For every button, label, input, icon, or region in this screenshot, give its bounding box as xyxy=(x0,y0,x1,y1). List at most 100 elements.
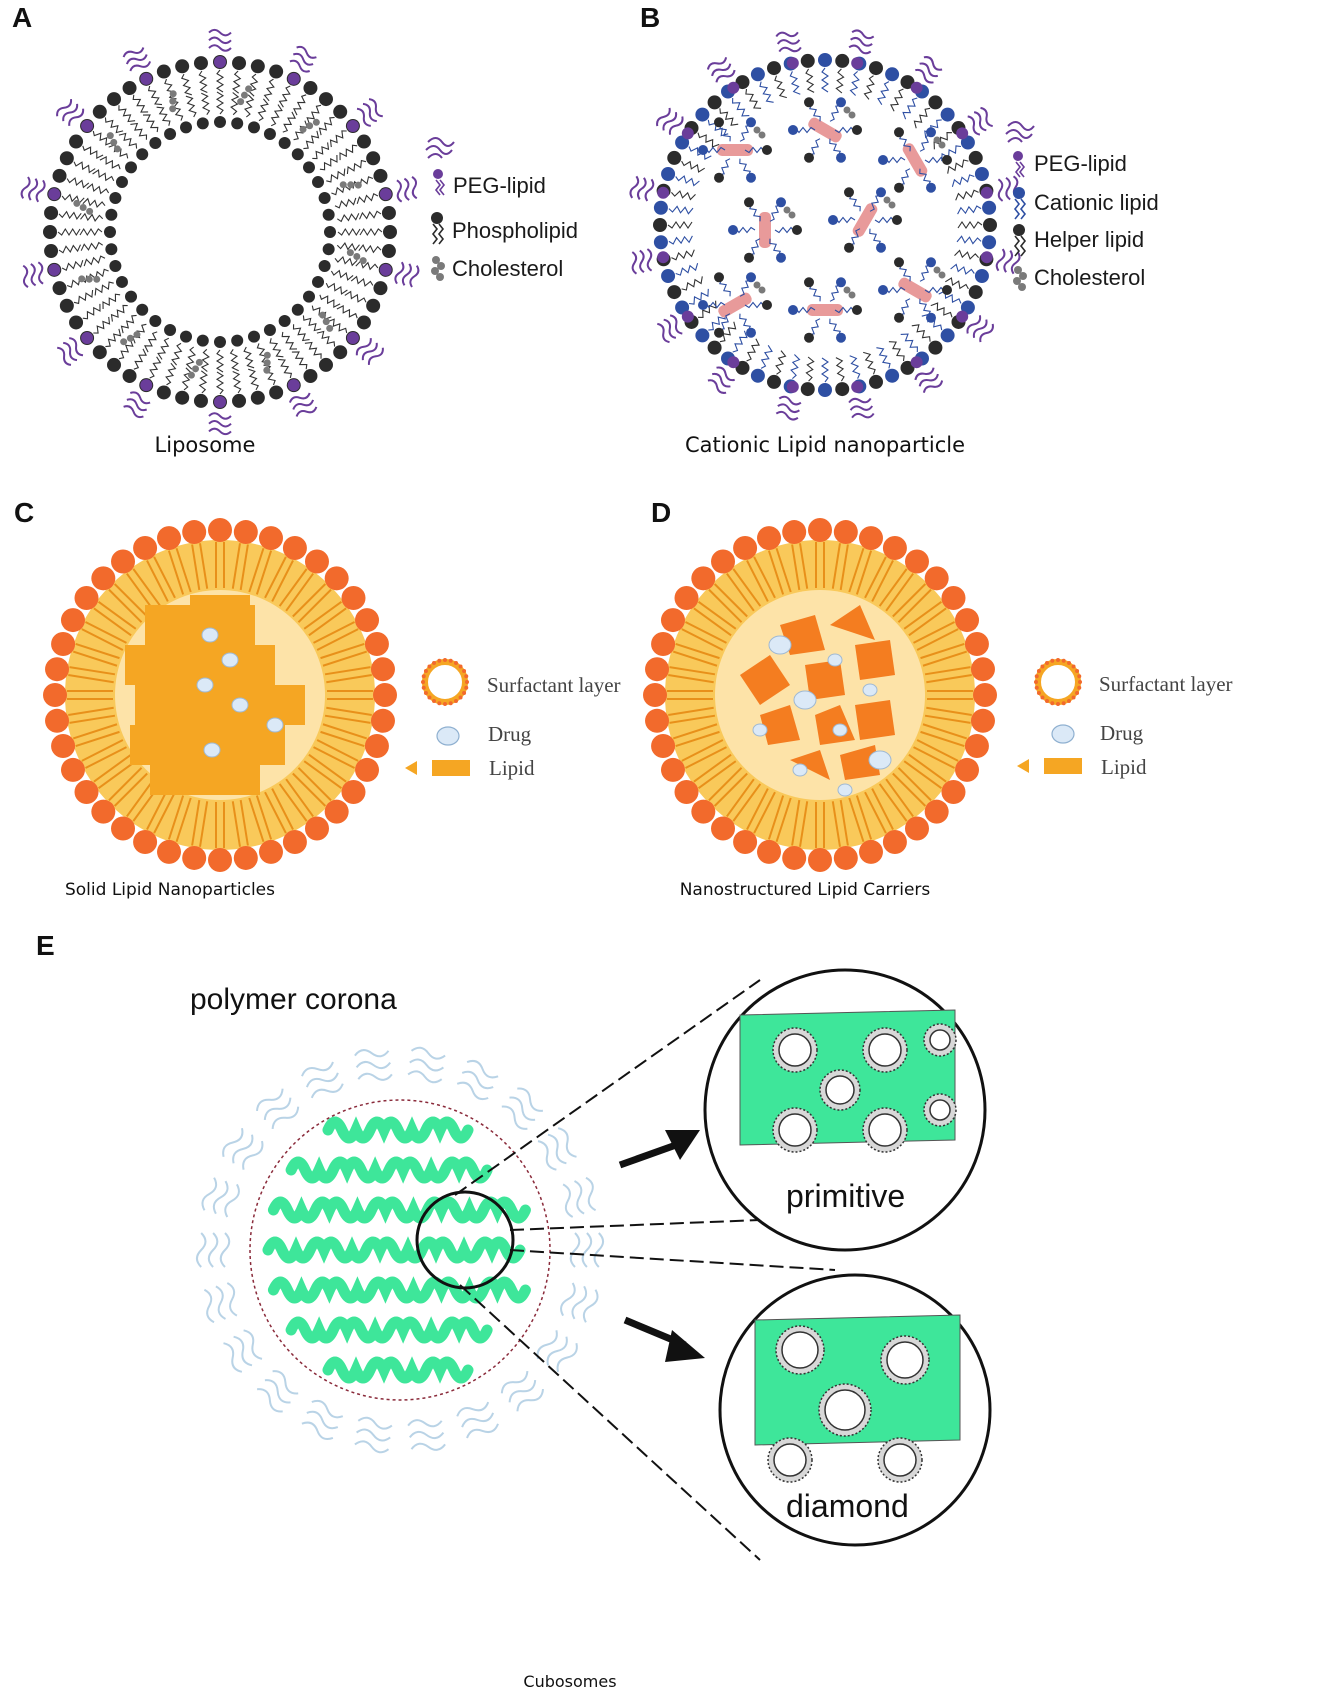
phospholipid-head xyxy=(136,148,149,161)
lipid-head xyxy=(667,285,682,300)
surfactant-head xyxy=(782,520,807,545)
lipid-tail xyxy=(61,260,84,271)
panel-d-letter: D xyxy=(651,497,672,528)
surfactant-head xyxy=(1075,691,1080,695)
lipid-head xyxy=(968,285,983,300)
phospholipid-head xyxy=(43,225,57,239)
lipid-tail xyxy=(919,264,933,282)
lipid-head xyxy=(767,374,782,389)
lipid-tail xyxy=(316,330,336,347)
surfactant-head xyxy=(364,733,389,758)
surfactant-head xyxy=(462,691,467,695)
lipid-head xyxy=(800,382,815,397)
lipid-tail xyxy=(675,263,699,276)
lipid-head xyxy=(746,117,756,128)
water-channel xyxy=(781,1331,819,1369)
surfactant-head xyxy=(233,845,258,870)
drug-particle xyxy=(231,697,249,713)
surfactant-tail xyxy=(167,795,192,843)
surfactant-head xyxy=(904,816,929,841)
peg-chain xyxy=(355,337,384,366)
lipid-tail xyxy=(911,324,931,342)
phospholipid-head xyxy=(278,314,291,327)
lipid-tail xyxy=(746,338,760,362)
lipid-head xyxy=(828,215,838,225)
lipid-tail xyxy=(110,304,128,322)
lipid-tail xyxy=(668,205,694,215)
cholesterol xyxy=(312,118,320,126)
phospholipid-head xyxy=(263,324,276,337)
peg-chain xyxy=(775,395,802,421)
phospholipid-head xyxy=(180,330,193,343)
drug-particle xyxy=(793,690,817,710)
cholesterol xyxy=(848,291,856,299)
lipid-tail xyxy=(66,177,90,189)
lipid-head xyxy=(982,200,997,215)
lipid-head xyxy=(714,172,724,183)
surfactant-head xyxy=(364,632,389,657)
surfactant-tail xyxy=(146,556,176,602)
lipid-head xyxy=(836,332,846,343)
lipid-head xyxy=(818,383,832,397)
peg-chain xyxy=(301,1399,344,1441)
phospholipid-head xyxy=(231,117,244,130)
phospholipid-head xyxy=(263,127,276,140)
cholesterol xyxy=(126,334,134,342)
peg-lipid-head xyxy=(681,127,694,140)
phospholipid-head xyxy=(104,226,116,238)
surfactant-tail xyxy=(848,547,873,595)
surfactant-tail xyxy=(303,753,347,789)
surfactant-tail xyxy=(191,543,209,591)
water-channel xyxy=(773,1443,807,1477)
peg-lipid-head xyxy=(851,380,864,393)
surfactant-tail xyxy=(864,788,894,834)
phospholipid-head xyxy=(109,259,122,272)
drug-particle xyxy=(868,750,892,770)
phospholipid-head xyxy=(59,151,74,166)
phospholipid-head xyxy=(115,275,128,288)
peg-chain xyxy=(631,248,653,275)
lipid-tail xyxy=(304,341,322,359)
lipid-tail xyxy=(950,263,975,275)
phospholipid-head xyxy=(115,176,128,189)
surfactant-tail xyxy=(913,621,959,651)
surfactant-head xyxy=(733,830,758,855)
lipid-tail xyxy=(877,81,890,105)
lipid-head xyxy=(900,75,915,90)
lipid-tail xyxy=(346,159,367,175)
lipid-tail xyxy=(719,122,731,142)
lipid-tail xyxy=(93,316,111,334)
lipid-head xyxy=(868,374,883,389)
peg-lipid-head xyxy=(214,56,226,68)
lipid-tail xyxy=(704,146,726,154)
cholesterol xyxy=(237,98,245,106)
primitive-zoom xyxy=(703,968,987,1252)
surfactant-tail xyxy=(278,778,314,822)
lipid-tail xyxy=(688,288,709,305)
water-channel xyxy=(886,1341,924,1379)
lipid-tail xyxy=(774,75,787,99)
lipid-head xyxy=(836,97,846,108)
phospholipid-head xyxy=(196,334,209,347)
lipid-head xyxy=(844,187,854,198)
surfactant-tail xyxy=(864,556,894,602)
surfactant-head xyxy=(421,685,426,690)
lipid-tail xyxy=(104,117,124,134)
lipid-tail xyxy=(884,156,906,164)
water-channel xyxy=(929,1099,951,1121)
phospholipid-head xyxy=(232,393,247,408)
cholesterol xyxy=(263,351,271,359)
cholesterol xyxy=(192,365,200,373)
cholesterol xyxy=(169,90,177,98)
lipid-tail xyxy=(359,227,383,237)
surfactant-tail xyxy=(746,788,776,834)
surfactant-head xyxy=(370,708,395,733)
legend-c-drug-icon xyxy=(436,726,460,746)
surfactant-head xyxy=(643,683,667,707)
surfactant-head xyxy=(1071,695,1076,700)
surfactant-tail xyxy=(681,739,727,769)
lipid-tail xyxy=(156,106,171,126)
lipid-head xyxy=(735,360,750,375)
lipid-tail xyxy=(66,275,88,288)
peg-chain xyxy=(354,1416,393,1454)
